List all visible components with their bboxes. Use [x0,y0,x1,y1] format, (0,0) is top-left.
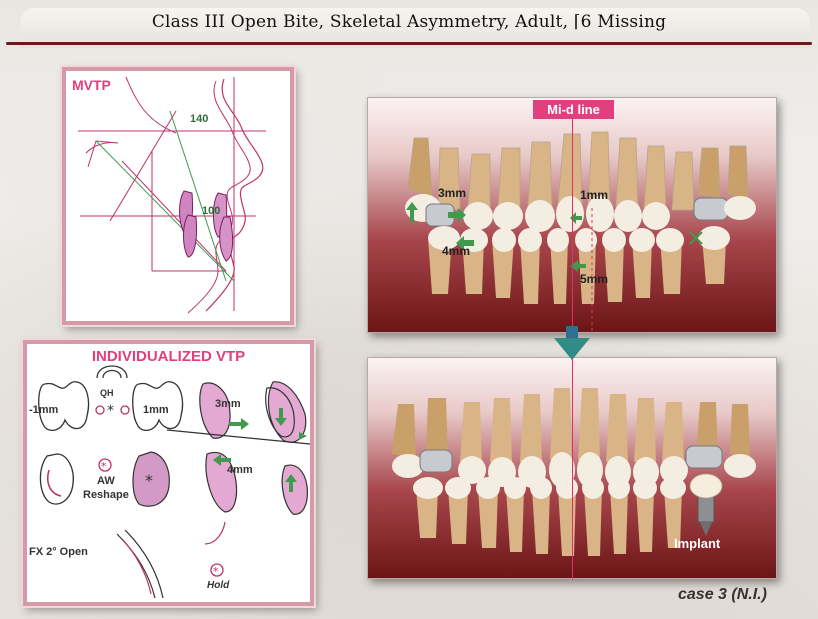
hold-label: Hold [207,580,229,591]
lower-molar-tracing [220,217,233,261]
vtp-panel: * * * * [23,340,314,606]
premolar-tooth [200,383,230,438]
rotated-molar-outline [40,454,73,504]
qh-label: QH [100,388,114,398]
upper-teeth-row-treated [392,388,756,488]
mesial-arrow-icon [229,418,249,430]
midline-label: Mi-d line [533,100,614,119]
lower-molar-tooth [282,465,307,514]
angle-140-label: 140 [190,113,208,125]
aw-asterisk-icon: * [101,460,107,473]
right-anchor-icon [121,406,129,414]
right-1mm-label: 1mm [143,404,169,416]
hold-asterisk-icon: * [213,565,219,578]
implant-crown [690,474,722,498]
mvtp-panel: MVTP 140 100 [62,67,294,325]
mvtp-label: MVTP [72,77,111,93]
implant-tip [700,522,712,536]
left-1mm-label: -1mm [29,404,58,416]
vtp-title: INDIVIDUALIZED VTP [27,348,310,365]
angle-100-label: 100 [202,205,220,217]
midline-5mm-label: 5mm [580,272,608,286]
midline-1mm-label: 1mm [580,188,608,202]
rotation-arrow-icon [48,470,61,496]
vtp-diagram: * * * * [27,344,310,602]
hold-curve [205,522,225,544]
lower-incisor-tracing [184,215,197,257]
metal-crown-right [694,198,728,220]
slide-title: Class III Open Bite, Skeletal Asymmetry,… [0,12,818,32]
qh-appliance-icon [97,366,127,378]
cephalometric-tracing [66,71,290,321]
metal-crown-right-treated [686,446,722,468]
implant-label: Implant [674,536,720,551]
lower-4mm-label: 4mm [442,244,470,258]
title-underline [6,42,812,45]
down-arrow-icon [552,326,592,362]
asterisk-icon: * [107,403,114,419]
vtp-4mm-label: 4mm [227,464,253,476]
fx-open-line [123,540,151,594]
fx-label: FX 2° Open [29,546,88,558]
tooth-asterisk-icon: * [145,471,153,490]
reshape-label: Reshape [83,489,129,501]
left-anchor-icon [96,406,104,414]
case-label: case 3 (N.I.) [678,586,767,604]
vtp-3mm-label: 3mm [215,398,241,410]
diagonal-line [110,111,176,221]
metal-crown-treated [420,450,452,472]
aw-label: AW [97,475,115,487]
upper-3mm-label: 3mm [438,186,466,200]
